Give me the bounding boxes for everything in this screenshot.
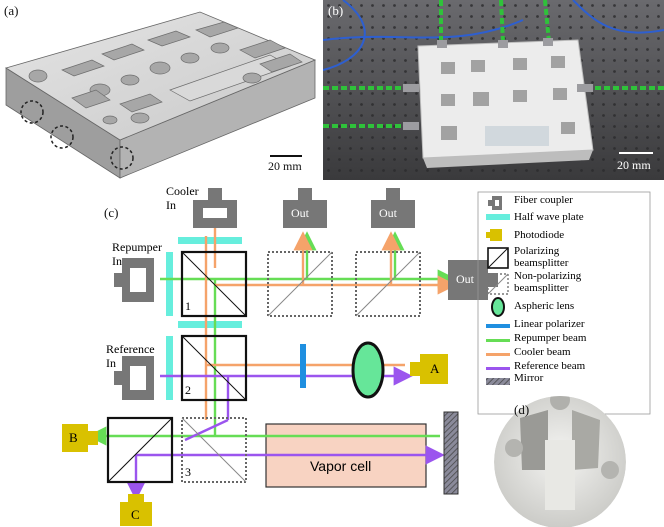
non-polarizing-beamsplitters	[181, 251, 421, 483]
reference-in-label-1: Reference	[106, 342, 155, 356]
panel-a-scale-label: 20 mm	[268, 159, 302, 173]
legend-npbs-2: beamsplitter	[514, 282, 569, 294]
linear-polarizer	[300, 344, 306, 388]
legend-aspheric-lens: Aspheric lens	[514, 300, 575, 312]
out-label-3: Out	[456, 272, 474, 286]
beamsplitter-number-1: 1	[185, 299, 191, 313]
panel-a-label: (a)	[4, 3, 19, 18]
legend-fiber-coupler: Fiber coupler	[514, 194, 573, 206]
legend-repumper-beam: Repumper beam	[514, 332, 587, 344]
half-wave-plates	[166, 237, 242, 400]
detector-b-label: B	[69, 430, 78, 445]
out-label-2: Out	[379, 206, 397, 220]
repumper-in-label-2: In	[112, 254, 122, 268]
legend-cooler-beam: Cooler beam	[514, 346, 571, 358]
legend-linear-polarizer: Linear polarizer	[514, 318, 585, 330]
panel-c-label: (c)	[104, 205, 119, 220]
panel-b: (b) 20 mm	[323, 0, 664, 180]
cad-render-image	[5, 11, 317, 179]
photodiodes	[62, 354, 448, 526]
legend-mirror: Mirror	[514, 372, 544, 384]
vapor-cell-label: Vapor cell	[310, 458, 372, 474]
legend-npbs-1: Non-polarizing	[514, 270, 582, 282]
polarizing-beamsplitters	[106, 250, 248, 484]
beams	[87, 225, 457, 501]
panel-b-label: (b)	[328, 3, 344, 18]
legend-photodiode: Photodiode	[514, 229, 565, 241]
beamsplitter-number-2: 2	[185, 383, 191, 397]
cooler-in-label-1: Cooler	[166, 184, 199, 198]
legend-half-wave-plate: Half wave plate	[514, 211, 584, 223]
beamsplitter-number-3: 3	[185, 465, 191, 479]
panel-d-label: (d)	[514, 402, 530, 417]
legend-pbs-2: beamsplitter	[514, 257, 569, 269]
repumper-in-label-1: Repumper	[112, 240, 162, 254]
panel-b-scale-label: 20 mm	[617, 158, 651, 172]
photo-image	[323, 0, 664, 180]
aspheric-lens	[351, 341, 385, 399]
panel-a: (a)	[0, 0, 322, 188]
detector-c-label: C	[131, 507, 140, 522]
detector-a-label: A	[430, 361, 440, 376]
legend-pbs-1: Polarizing	[514, 245, 560, 257]
cooler-in-label-2: In	[166, 198, 176, 212]
mirror	[443, 411, 459, 495]
out-label-1: Out	[291, 206, 309, 220]
legend-reference-beam: Reference beam	[514, 360, 586, 372]
reference-in-label-2: In	[106, 356, 116, 370]
vapor-cell	[265, 423, 427, 488]
